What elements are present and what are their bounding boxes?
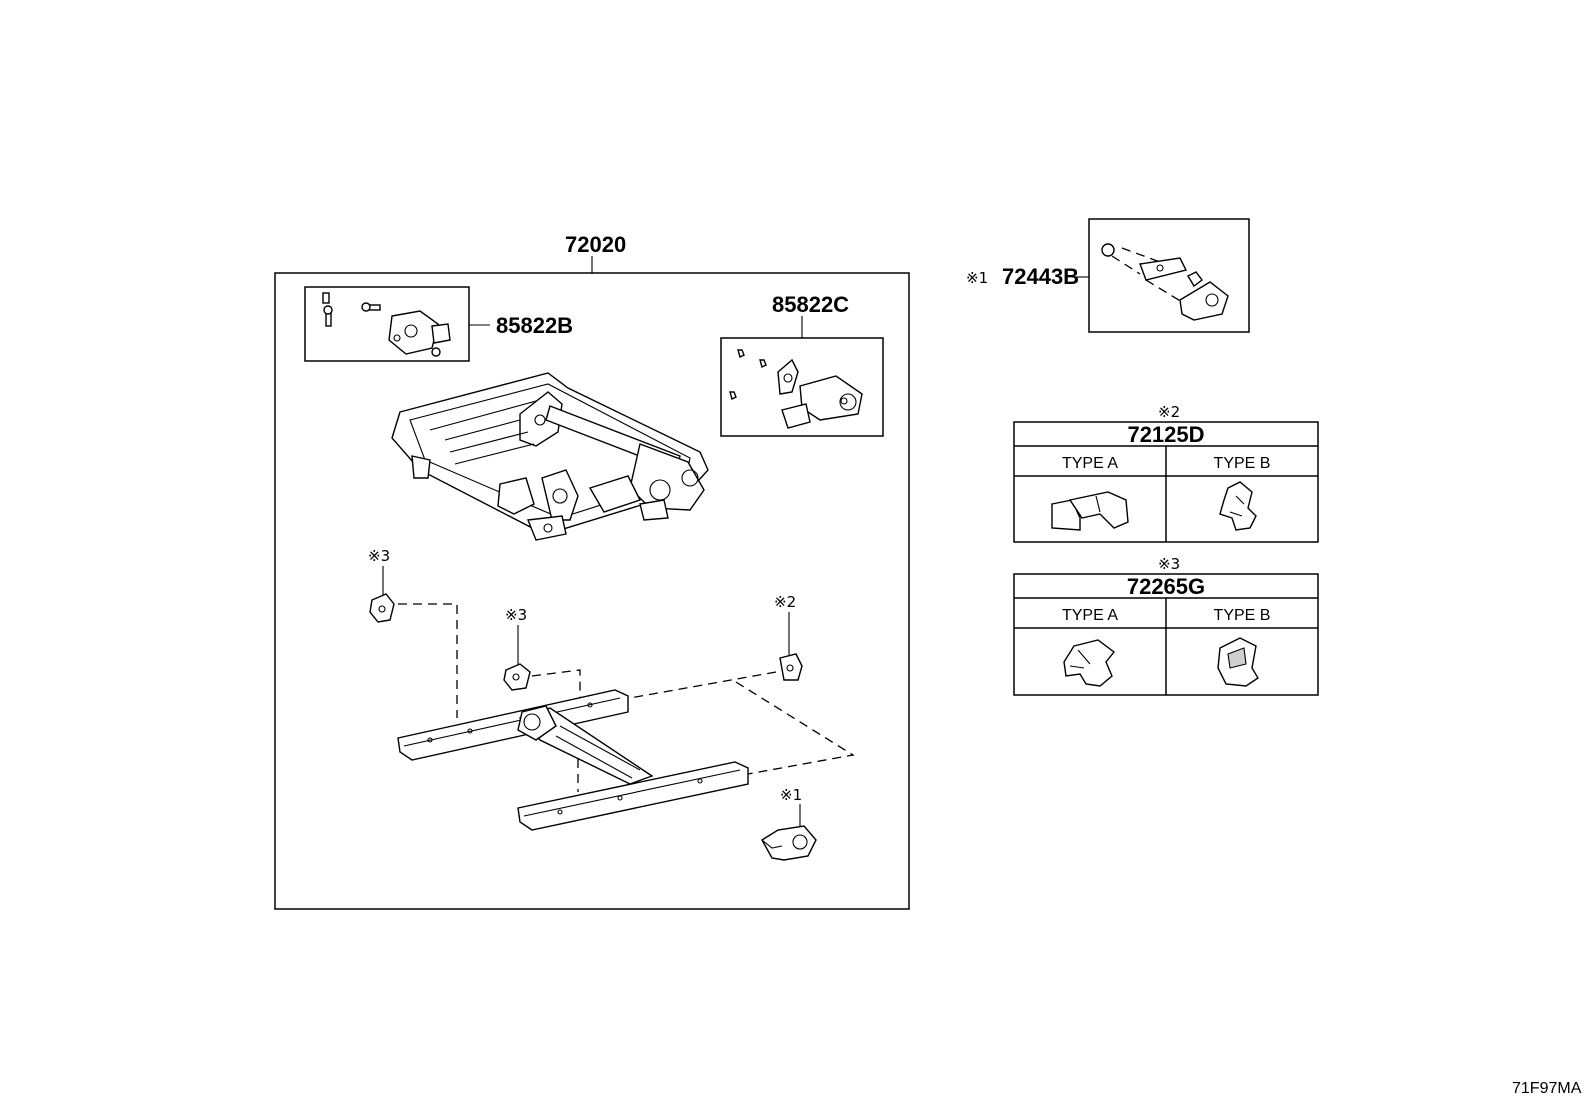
table-72125d-mark: ※2 — [1158, 403, 1180, 421]
table-72265g-type-a: TYPE A — [1062, 607, 1118, 624]
dash-line-right-upper — [629, 671, 777, 699]
table-72125d-type-a: TYPE A — [1062, 455, 1118, 472]
table-72265g-part-number[interactable]: 72265G — [1127, 574, 1205, 599]
table-72125d-type-b: TYPE B — [1214, 455, 1271, 472]
motor-c-part-number[interactable]: 85822C — [772, 292, 849, 317]
motor-c-inset-box — [720, 337, 884, 437]
motor-b-inset-box — [304, 286, 470, 362]
dash-line-middle — [531, 669, 581, 706]
table-72125d-part-number[interactable]: 72125D — [1127, 422, 1204, 447]
reference-part-mark: ※1 — [966, 269, 988, 287]
reference-part-illustration — [1101, 243, 1229, 321]
clip-72125d-type-a-illustration — [1051, 491, 1129, 531]
marker-2-right: ※2 — [774, 593, 796, 611]
clip-72125d-type-b-illustration — [1219, 481, 1257, 531]
table-72265g-mark: ※3 — [1158, 555, 1180, 573]
motor-b-part-number[interactable]: 85822B — [496, 313, 573, 338]
assembly-part-number[interactable]: 72020 — [565, 232, 626, 257]
seat-frame-assembly-group: 72020 85822B 85822C — [274, 232, 910, 910]
seat-rail-illustration — [397, 689, 749, 831]
table-72125d-group: ※2 72125D TYPE A TYPE B — [1013, 403, 1319, 543]
seat-cushion-frame-illustration — [391, 372, 709, 541]
dash-line-left — [398, 603, 458, 718]
clip-72265g-type-b-illustration — [1217, 637, 1259, 687]
marker-1-bottom: ※1 — [780, 786, 802, 804]
reference-part-number[interactable]: 72443B — [1002, 264, 1079, 289]
clip-72265g-type-a-illustration — [1063, 639, 1115, 687]
diagram-code: 71F97MA — [1512, 1080, 1582, 1097]
marker-3-left: ※3 — [368, 547, 390, 565]
table-72265g-type-b: TYPE B — [1214, 607, 1271, 624]
reference-part-group: ※1 72443B — [966, 218, 1250, 333]
reference-part-box — [1088, 218, 1250, 333]
motor-c-illustration — [729, 349, 863, 429]
clip-right-illustration — [779, 653, 803, 681]
clip-left-illustration — [369, 593, 395, 623]
assembly-frame-box — [274, 272, 910, 910]
dash-line-right-lower — [735, 681, 855, 775]
clip-middle-illustration — [503, 663, 531, 691]
table-72265g-group: ※3 72265G TYPE A TYPE B — [1013, 555, 1319, 696]
marker-3-middle: ※3 — [505, 606, 527, 624]
bracket-bottom-illustration — [761, 825, 817, 861]
motor-b-illustration — [322, 292, 451, 357]
